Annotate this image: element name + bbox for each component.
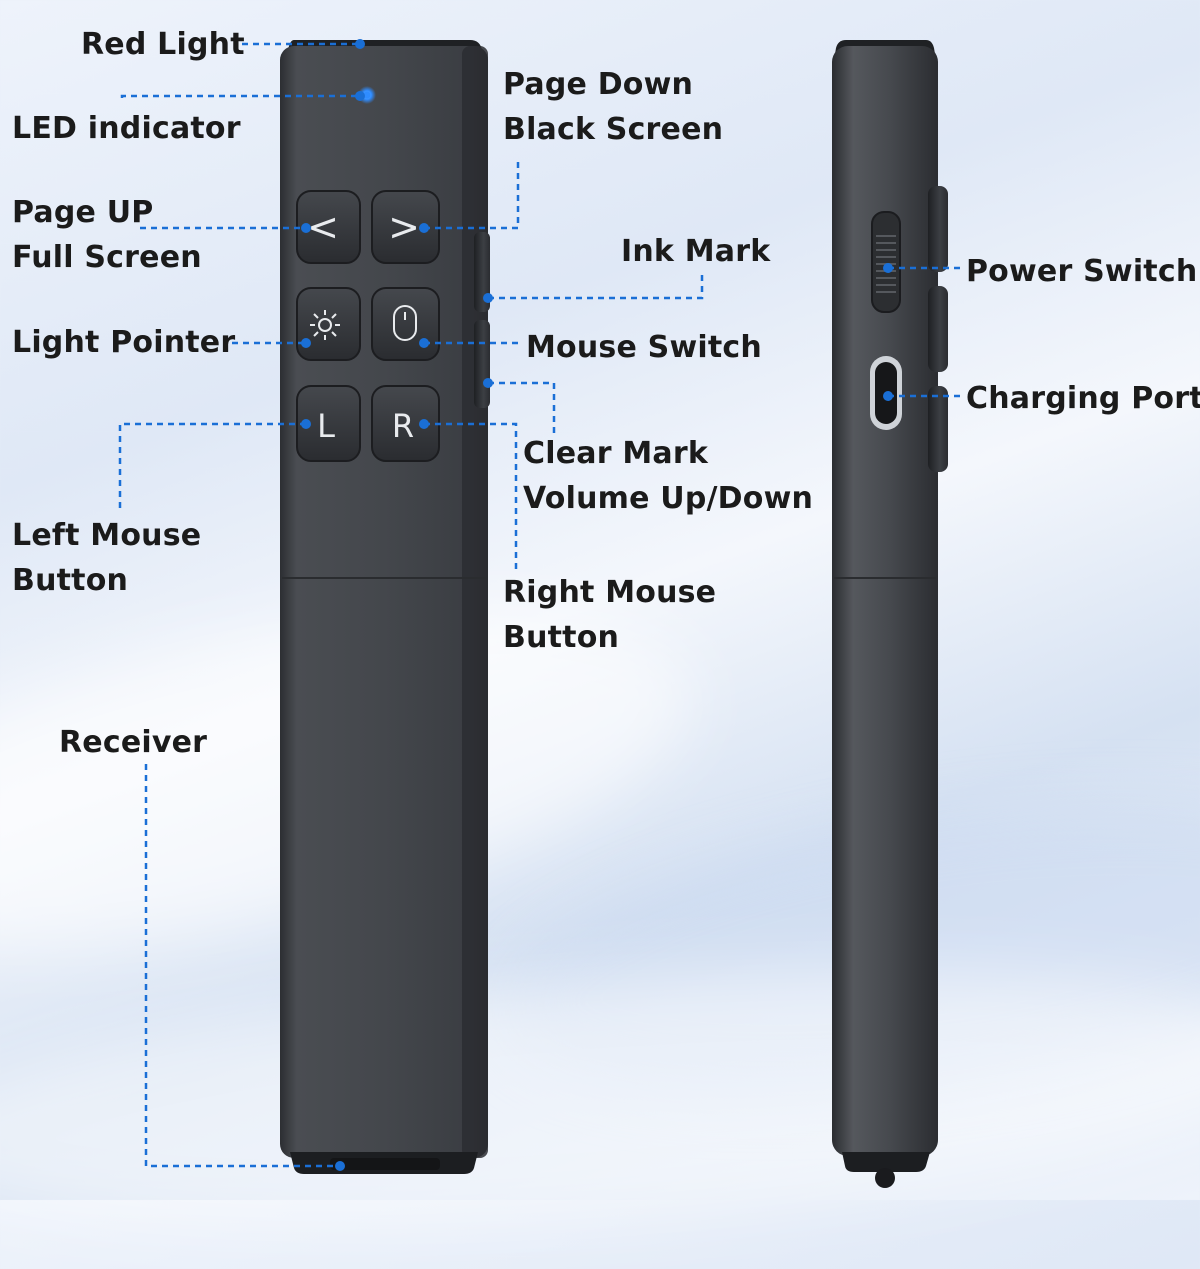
label-left-mouse-line1: Left Mouse	[12, 518, 202, 553]
power-switch[interactable]	[871, 211, 901, 313]
side-body	[832, 46, 938, 1156]
label-clear-mark-line1: Clear Mark	[523, 436, 708, 471]
label-page-down-line2: Black Screen	[503, 112, 724, 147]
left-button-glyph: L	[317, 407, 335, 445]
side-bottom-cap	[842, 1152, 930, 1172]
front-side-edge	[462, 46, 488, 1158]
keypad: < > L R	[296, 190, 440, 462]
mouse-icon	[393, 305, 417, 341]
label-right-mouse: Right Mouse Button	[503, 570, 716, 660]
label-page-up: Page UP Full Screen	[12, 190, 202, 280]
label-page-up-line2: Full Screen	[12, 240, 202, 275]
label-left-mouse: Left Mouse Button	[12, 513, 201, 603]
power-switch-ridges	[876, 235, 896, 293]
leader-lines	[118, 42, 962, 1168]
left-mouse-button[interactable]	[296, 385, 361, 462]
page-down-glyph: >	[388, 205, 420, 249]
label-page-up-line1: Page UP	[12, 195, 154, 230]
label-clear-mark: Clear Mark Volume Up/Down	[523, 431, 813, 521]
label-ink-mark: Ink Mark	[621, 234, 771, 269]
mouse-switch-button[interactable]	[371, 287, 440, 361]
label-receiver: Receiver	[59, 725, 208, 760]
label-page-down-line1: Page Down	[503, 67, 694, 102]
side-button-3[interactable]	[928, 386, 948, 472]
label-right-mouse-line1: Right Mouse	[503, 575, 717, 610]
side-button-1[interactable]	[928, 186, 948, 272]
label-power-switch: Power Switch	[966, 254, 1198, 289]
sun-icon	[310, 310, 340, 340]
presenter-diagram: < > L R	[118, 39, 962, 1188]
light-pointer-button[interactable]	[296, 287, 361, 361]
receiver-slot	[330, 1158, 440, 1170]
label-page-down: Page Down Black Screen	[503, 62, 723, 152]
ink-mark-side-button[interactable]	[474, 232, 490, 312]
right-button-glyph: R	[392, 407, 414, 445]
label-light-pointer: Light Pointer	[12, 325, 236, 360]
side-presenter	[832, 40, 948, 1188]
leader-dots	[301, 39, 893, 1171]
label-charging-port: Charging Port	[966, 381, 1200, 416]
clear-mark-side-button[interactable]	[474, 320, 490, 408]
side-receiver-tip	[875, 1168, 895, 1188]
side-button-2[interactable]	[928, 286, 948, 372]
label-right-mouse-line2: Button	[503, 620, 620, 655]
label-led-indicator: LED indicator	[12, 111, 241, 146]
page-up-glyph: <	[307, 205, 339, 249]
label-clear-mark-line2: Volume Up/Down	[523, 481, 814, 516]
front-presenter: < > L R	[280, 40, 490, 1174]
label-left-mouse-line2: Button	[12, 563, 129, 598]
label-mouse-switch: Mouse Switch	[526, 330, 762, 365]
label-red-light: Red Light	[81, 27, 245, 62]
led-dot	[363, 91, 371, 99]
